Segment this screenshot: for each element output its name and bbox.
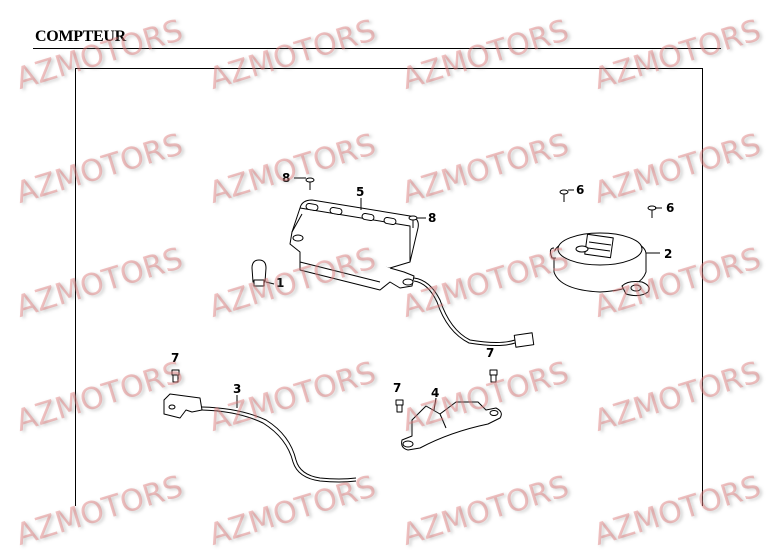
page-title: COMPTEUR — [35, 28, 126, 45]
screw-6a[interactable] — [559, 189, 569, 202]
callout-8: 8 — [428, 211, 436, 225]
callout-6: 6 — [666, 201, 674, 215]
screw-8a[interactable] — [305, 177, 315, 190]
diagram-frame-left — [75, 68, 76, 506]
callout-2: 2 — [664, 247, 672, 261]
bolt-7c[interactable] — [395, 399, 404, 413]
diagram-frame-top — [75, 68, 703, 69]
screw-6b[interactable] — [647, 205, 657, 218]
bolt-7a[interactable] — [171, 369, 180, 383]
callout-5: 5 — [356, 185, 364, 199]
callout-7: 7 — [171, 351, 179, 365]
bulb-part[interactable] — [251, 259, 267, 287]
callout-7: 7 — [393, 381, 401, 395]
sensor-cable-part[interactable] — [163, 393, 357, 483]
indicator-panel-part[interactable] — [289, 199, 535, 348]
speedometer-part[interactable] — [549, 232, 650, 297]
callout-7: 7 — [486, 346, 494, 360]
title-underline — [33, 48, 721, 49]
diagram-frame-right — [702, 68, 703, 506]
callout-3: 3 — [233, 382, 241, 396]
callout-1: 1 — [276, 276, 284, 290]
meter-bracket-part[interactable] — [401, 401, 502, 451]
callout-4: 4 — [431, 386, 439, 400]
callout-6: 6 — [576, 183, 584, 197]
bolt-7b[interactable] — [489, 369, 498, 383]
callout-8: 8 — [282, 171, 290, 185]
